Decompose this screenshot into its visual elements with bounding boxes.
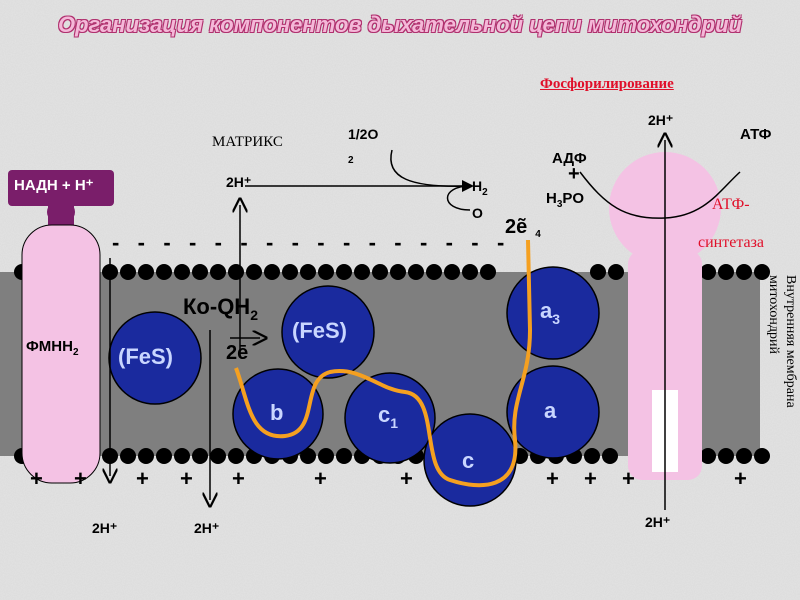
proton-label-bottom-1: 2H⁺	[92, 520, 118, 536]
proton-arrows	[110, 140, 741, 510]
cyt-a3-label: a3	[540, 298, 561, 327]
plus-charge-9: +	[584, 466, 597, 491]
atp-label: АТФ	[740, 126, 772, 143]
nadh-label: НАДН + Н⁺	[14, 177, 94, 194]
adp-label: АДФ	[552, 150, 587, 167]
phosphorylation-heading: Фосфорилирование	[540, 76, 674, 92]
proton-label-top-right: 2H⁺	[648, 112, 674, 128]
plus-charge-6: +	[314, 466, 327, 491]
fes-mid-sphere	[281, 285, 375, 379]
fes-left-label: (FeS)	[118, 344, 173, 369]
complex-i	[8, 170, 114, 484]
cyt-a-label: a	[544, 398, 557, 423]
coq-label: Ко-QН2	[183, 294, 258, 323]
plus-charge-10: +	[622, 466, 635, 491]
plus-charge-3: +	[136, 466, 149, 491]
plus-charge-2: +	[74, 466, 87, 491]
plus-charge-1: +	[30, 466, 43, 491]
fmn-label: ФМНН2	[26, 338, 79, 358]
fes-mid-label: (FeS)	[292, 318, 347, 343]
two-e-label: 2ē	[226, 342, 249, 364]
phosphate-label: H3PO	[546, 190, 585, 210]
cyt-a-sphere	[506, 365, 600, 459]
fes-left-sphere	[108, 311, 202, 405]
matrix-minus-charges: - - - - - - - - - - - - - - - -	[112, 230, 505, 255]
atp-synthase-label-1: АТФ-	[712, 196, 750, 213]
proton-label-bottom-2: 2H⁺	[194, 520, 220, 536]
plus-charge-8: +	[546, 466, 559, 491]
plus-charge-7: +	[400, 466, 413, 491]
electron-path	[234, 239, 533, 488]
cyt-b-sphere	[232, 368, 324, 460]
adp-plus: +	[568, 163, 580, 185]
cyt-c1-label: c1	[378, 402, 399, 431]
proton-label-top-left: 2H⁺	[226, 174, 252, 190]
page-title: Организация компонентов дыхательной цепи…	[58, 12, 742, 37]
matrix-label: МАТРИКС	[212, 134, 283, 150]
plus-charge-4: +	[180, 466, 193, 491]
atp-synthase-label-2: синтетаза	[698, 234, 765, 251]
cyt-b-label: b	[270, 400, 284, 425]
cyt-c-label: c	[462, 448, 475, 473]
plus-charge-11: +	[734, 466, 747, 491]
plus-charge-5: +	[232, 466, 245, 491]
proton-label-bottom-3: 2H⁺	[645, 514, 671, 530]
